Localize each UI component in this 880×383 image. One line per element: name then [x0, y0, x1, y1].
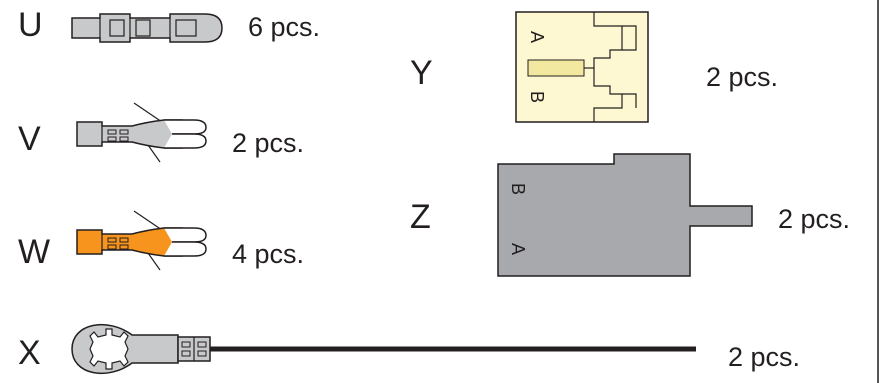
item-y-quantity: 2 pcs.: [706, 62, 779, 92]
female-terminal-v: [76, 102, 207, 163]
item-w-quantity: 4 pcs.: [232, 239, 305, 269]
connector-housing-y: [515, 11, 649, 123]
item-u-quantity: 6 pcs.: [248, 12, 321, 42]
right-border: [877, 0, 879, 383]
item-x-quantity: 2 pcs.: [728, 342, 801, 372]
item-x-label: X: [18, 334, 41, 372]
connector-housing-z: [497, 153, 753, 277]
item-u-label: U: [18, 6, 43, 44]
item-z-label: Z: [410, 198, 431, 236]
item-y-label: Y: [410, 54, 433, 92]
female-terminal-w: [76, 210, 207, 271]
item-z-quantity: 2 pcs.: [778, 204, 851, 234]
item-v-label: V: [18, 120, 41, 158]
pin-label-y-b: B: [527, 90, 548, 104]
item-w-label: W: [18, 233, 51, 271]
item-v-quantity: 2 pcs.: [232, 128, 305, 158]
pin-label-z-b: B: [508, 182, 529, 196]
flat-terminal-u: [71, 13, 223, 43]
pin-label-y-a: A: [527, 30, 548, 44]
ring-terminal-cable-x: [71, 323, 696, 375]
pin-label-z-a: A: [508, 242, 529, 256]
